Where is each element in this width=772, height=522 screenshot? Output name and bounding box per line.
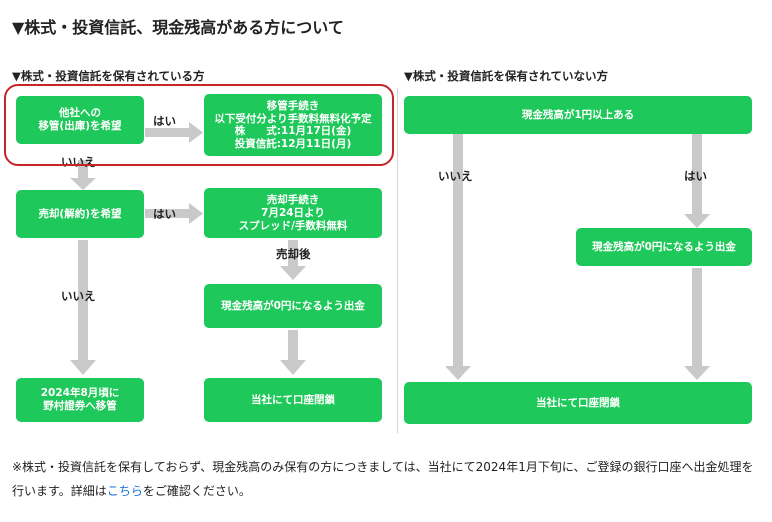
box-withdraw-left: 現金残高が0円になるよう出金: [204, 284, 382, 328]
arrow-yes1-head: [189, 122, 203, 143]
arrow-no1: [78, 160, 88, 178]
arrow-after-sale: [288, 240, 298, 266]
arrow-yes1: [145, 128, 189, 137]
box-cash-balance: 現金残高が1円以上ある: [404, 96, 752, 134]
box-sell-procedure: 売却手続き 7月24日より スプレッド/手数料無料: [204, 188, 382, 238]
arrow-after-sale-head: [280, 266, 306, 280]
label-right-yes: はい: [684, 169, 707, 183]
arrow-right-withdraw-close-head: [684, 366, 710, 380]
left-section-heading: ▼株式・投資信託を保有されている方: [12, 69, 205, 83]
right-section-heading: ▼株式・投資信託を保有されていない方: [404, 69, 608, 83]
box-transfer-procedure: 移管手続き 以下受付分より手数料無料化予定 株 式:11月17日(金) 投資信託…: [204, 94, 382, 156]
label-yes2: はい: [153, 207, 176, 221]
arrow-withdraw-close-head: [280, 360, 306, 375]
box-close-left: 当社にて口座閉鎖: [204, 378, 382, 422]
page-title: ▼株式・投資信託、現金残高がある方について: [12, 18, 344, 37]
arrow-no2: [78, 240, 88, 360]
section-divider: [397, 88, 398, 433]
arrow-yes2: [145, 209, 189, 218]
arrow-right-yes-head: [684, 214, 710, 228]
arrow-right-no: [453, 123, 463, 368]
arrow-withdraw-close: [288, 330, 298, 360]
box-nomura-transfer: 2024年8月頃に 野村證券へ移管: [16, 378, 144, 422]
label-no2: いいえ: [61, 289, 96, 303]
label-after-sale: 売却後: [276, 247, 311, 261]
arrow-right-no-head: [445, 366, 471, 380]
highlight-frame: [4, 84, 394, 166]
box-transfer-wish: 他社への 移管(出庫)を希望: [16, 96, 144, 144]
label-right-no: いいえ: [438, 169, 473, 183]
box-sell-wish: 売却(解約)を希望: [16, 190, 144, 238]
arrow-no1-head: [70, 178, 96, 190]
arrow-right-yes: [692, 123, 702, 218]
arrow-right-withdraw-close: [692, 268, 702, 368]
arrow-yes2-head: [189, 203, 203, 224]
arrow-no2-head: [70, 360, 96, 375]
footnote: ※株式・投資信託を保有しておらず、現金残高のみ保有の方につきましては、当社にて2…: [12, 460, 754, 498]
box-withdraw-right: 現金残高が0円になるよう出金: [576, 228, 752, 266]
box-close-right: 当社にて口座閉鎖: [404, 382, 752, 424]
label-yes1: はい: [153, 114, 176, 128]
details-link[interactable]: こちら: [106, 484, 143, 498]
